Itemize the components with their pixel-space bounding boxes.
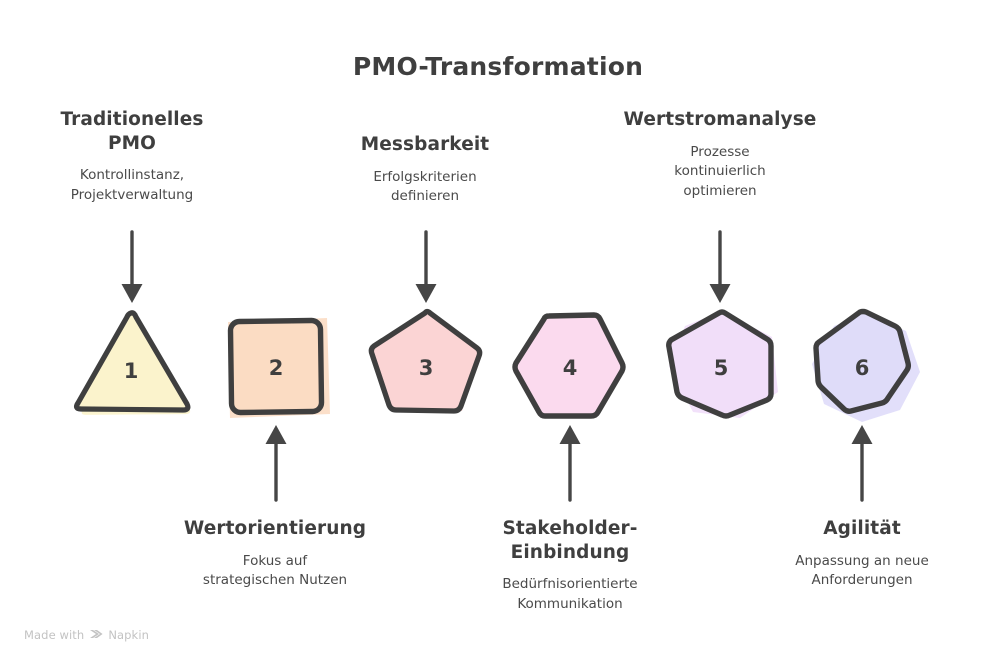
step-label-4: Stakeholder- Einbindung Bedürfnisorienti… [455, 517, 685, 614]
arrow-up-6 [851, 425, 873, 502]
step-label-title-4: Stakeholder- Einbindung [502, 518, 638, 563]
step-label-desc-6: Anpassung an neue Anforderungen [795, 552, 929, 589]
step-number-5: 5 [714, 356, 729, 380]
step-label-title-6: Agilität [823, 518, 901, 539]
page-title: PMO-Transformation [352, 52, 644, 81]
step-label-6: Agilität Anpassung an neue Anforderungen [752, 517, 972, 591]
step-number-3: 3 [419, 356, 434, 380]
arrow-up-4 [559, 425, 581, 502]
step-number-2: 2 [269, 356, 284, 380]
footer-credit: Made with Napkin [24, 628, 149, 642]
step-label-desc-2: Fokus auf strategischen Nutzen [202, 552, 348, 589]
step-label-title-2: Wertorientierung [183, 518, 367, 539]
step-label-title-1: Traditionelles PMO [60, 109, 204, 154]
step-label-1: Traditionelles PMO Kontrollinstanz, Proj… [12, 108, 252, 205]
arrow-down-3 [415, 230, 437, 303]
step-shape-4[interactable]: 4 [512, 312, 626, 419]
step-number-4: 4 [563, 356, 578, 380]
step-number-6: 6 [855, 356, 870, 380]
step-label-2: Wertorientierung Fokus auf strategischen… [155, 517, 395, 591]
step-label-title-3: Messbarkeit [360, 134, 490, 155]
step-label-3: Messbarkeit Erfolgskriterien definieren [315, 133, 535, 207]
arrow-up-2 [265, 425, 287, 502]
step-shape-5[interactable]: 5 [666, 309, 778, 419]
step-shape-1[interactable]: 1 [73, 310, 191, 416]
footer-brand-label: Napkin [108, 628, 150, 642]
step-label-desc-3: Erfolgskriterien definieren [373, 168, 477, 205]
step-shape-6[interactable]: 6 [812, 308, 920, 423]
napkin-chevron-icon [89, 629, 103, 641]
footer-made-with-label: Made with [24, 628, 85, 642]
step-shape-2[interactable]: 2 [227, 317, 330, 418]
step-label-desc-5: Prozesse kontinuierlich optimieren [674, 143, 766, 199]
step-label-5: Wertstromanalyse Prozesse kontinuierlich… [600, 108, 840, 201]
step-number-1: 1 [124, 359, 139, 383]
arrow-down-5 [709, 230, 731, 303]
step-label-desc-1: Kontrollinstanz, Projektverwaltung [70, 167, 194, 203]
step-label-title-5: Wertstromanalyse [623, 109, 817, 130]
step-shape-3[interactable]: 3 [368, 308, 483, 414]
arrow-down-1 [121, 230, 143, 303]
step-label-desc-4: Bedürfnisorientierte Kommunikation [502, 576, 638, 612]
